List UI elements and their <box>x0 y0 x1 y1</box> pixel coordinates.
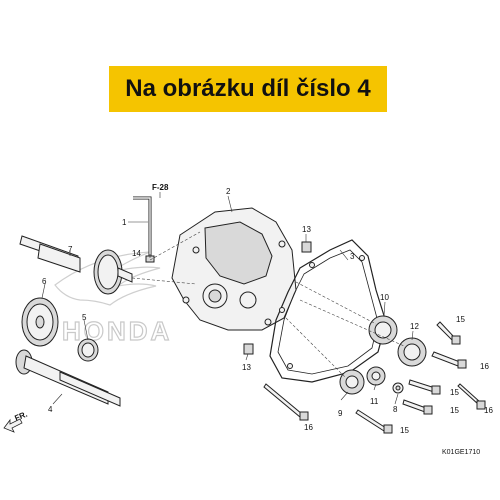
callout-4: 4 <box>48 405 53 414</box>
arrow-icon <box>3 418 23 433</box>
part-12-seal <box>397 337 427 367</box>
part-5-gear <box>77 338 99 362</box>
callout-1: 1 <box>122 218 127 227</box>
callout-13a: 13 <box>302 225 311 234</box>
ref-label-f28: F-28 <box>152 183 169 192</box>
callout-7: 7 <box>68 245 73 254</box>
callout-16a: 16 <box>480 362 489 371</box>
diagram-code: K01GE1710 <box>442 449 480 456</box>
callout-16c: 16 <box>304 423 313 432</box>
callout-11: 11 <box>370 397 379 406</box>
part-1-breather-tube <box>133 196 155 263</box>
watermark-text: HONDA <box>62 316 172 346</box>
callout-12: 12 <box>410 322 419 331</box>
callout-9: 9 <box>338 409 343 418</box>
callout-14: 14 <box>132 249 141 258</box>
callout-2: 2 <box>226 187 231 196</box>
callout-15c: 15 <box>450 406 459 415</box>
callout-16b: 16 <box>484 406 493 415</box>
banner: Na obrázku díl číslo 4 <box>109 66 387 112</box>
part-10-bearing <box>368 315 398 345</box>
bolts <box>263 321 486 434</box>
callout-15b: 15 <box>450 388 459 397</box>
banner-text: Na obrázku díl číslo 4 <box>125 75 371 102</box>
callout-8: 8 <box>393 405 398 414</box>
callout-3: 3 <box>350 252 355 261</box>
part-6-gear <box>21 297 59 347</box>
callout-6: 6 <box>42 277 47 286</box>
direction-label: FR. <box>13 410 28 423</box>
front-direction-arrow: FR. <box>3 410 29 433</box>
part-2-cover <box>171 207 297 331</box>
part-11-bearing <box>366 366 386 386</box>
callout-10: 10 <box>380 293 389 302</box>
callout-5: 5 <box>82 313 87 322</box>
dowel-pin-13b <box>243 343 254 355</box>
alignment-lines <box>131 231 405 379</box>
part-4-final-shaft <box>15 349 121 407</box>
callout-labels: F-28 1 2 3 4 5 6 7 8 9 10 11 12 13 13 14… <box>42 183 493 435</box>
callout-15d: 15 <box>400 426 409 435</box>
callout-13b: 13 <box>242 363 251 372</box>
leader-lines <box>41 195 414 405</box>
part-7-shaft <box>19 235 133 295</box>
part-9-bearing <box>339 369 365 395</box>
dowel-pin-13a <box>301 241 312 253</box>
part-8-washer <box>392 382 404 394</box>
callout-15a: 15 <box>456 315 465 324</box>
